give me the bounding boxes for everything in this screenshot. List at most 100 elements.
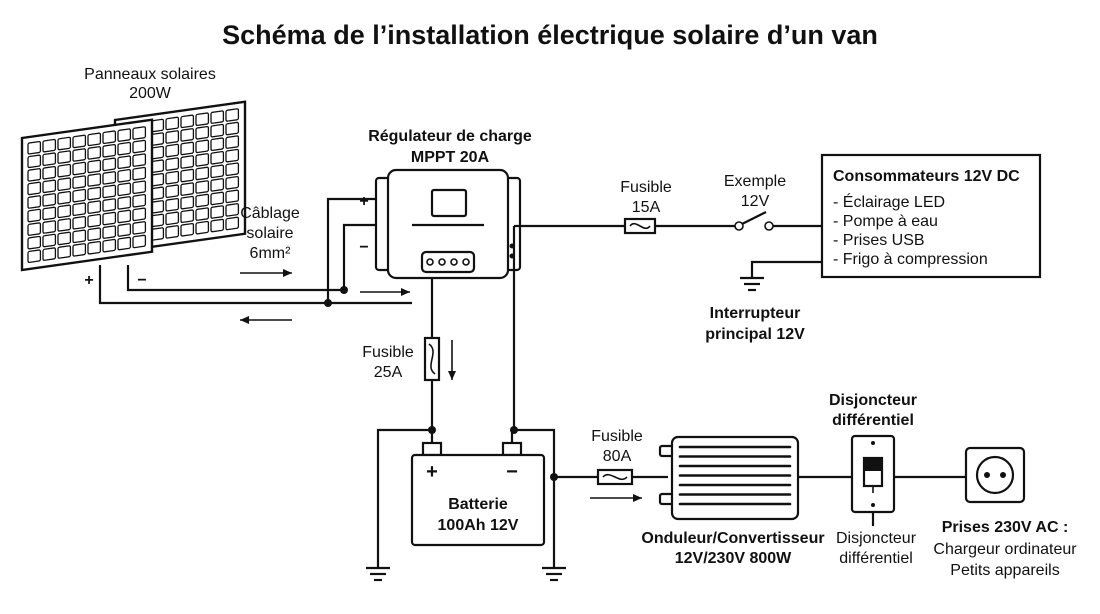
solar-cell	[132, 153, 147, 167]
inverter	[658, 435, 800, 521]
solar-cell	[132, 126, 147, 140]
solar-cell	[225, 203, 240, 217]
solar-cell	[210, 178, 225, 192]
solar-cell	[180, 182, 195, 196]
solar-cell	[87, 200, 102, 214]
solar-cell	[117, 141, 132, 156]
solar-cell	[225, 189, 240, 204]
solar-cell	[117, 182, 132, 197]
controller-label-line1: Régulateur de charge	[368, 128, 532, 145]
solar-cell	[27, 181, 42, 196]
outlet-label-line2: Chargeur ordinateur	[933, 541, 1077, 558]
solar-cell	[27, 249, 42, 264]
solar-cell	[195, 207, 210, 221]
solar-cell	[165, 211, 180, 226]
solar-cell	[72, 148, 87, 162]
solar-cell	[57, 190, 72, 205]
solar-cell	[117, 236, 132, 251]
ground-symbol	[740, 276, 764, 292]
solar-cell	[57, 136, 72, 151]
solar-cell	[210, 191, 225, 206]
solar-cell	[180, 222, 195, 237]
breaker-bottom-label-line2: différentiel	[839, 550, 913, 567]
battery-negative-wire	[510, 428, 556, 568]
consumers-box	[820, 153, 1042, 279]
solar-cell	[42, 247, 57, 261]
junction-dot	[510, 426, 518, 434]
junction-dot	[340, 286, 348, 294]
solar-cell	[42, 193, 57, 207]
solar-cell	[210, 205, 225, 219]
battery-label-line1: Batterie	[448, 496, 508, 513]
fuse15-label-line1: Fusible	[620, 179, 672, 196]
solar-cell	[87, 213, 102, 228]
inverter-cooling-fins	[678, 445, 792, 506]
solar-cell	[117, 128, 132, 142]
panel-minus-sign: −	[137, 272, 146, 289]
solar-cell	[165, 170, 180, 185]
solar-cell	[225, 175, 240, 190]
fuse-25a-element	[428, 343, 436, 375]
solar-cell	[210, 137, 225, 152]
solar-cell	[165, 116, 180, 131]
solar-cell	[180, 195, 195, 210]
solar-positive-wire	[98, 265, 412, 305]
solar-cell	[165, 143, 180, 158]
solar-cell	[165, 197, 180, 212]
solar-cell	[42, 165, 57, 180]
solar-cell	[132, 234, 147, 249]
fuse15-label-line2: 15A	[632, 199, 661, 216]
battery-label-line2: 100Ah 12V	[438, 517, 519, 534]
differential-breaker	[850, 434, 896, 514]
solar-cell	[72, 215, 87, 230]
solar-cell	[102, 198, 117, 212]
solar-cell	[165, 184, 180, 199]
solar-cell	[225, 135, 240, 149]
solar-cell	[195, 193, 210, 208]
solar-cell	[225, 162, 240, 177]
solar-cell	[195, 125, 210, 140]
solar-cell	[180, 155, 195, 169]
solar-cell	[210, 123, 225, 138]
solar-cell	[102, 157, 117, 172]
solar-cell	[87, 227, 102, 242]
panels-label-line2: 200W	[129, 85, 172, 102]
solar-cell	[195, 180, 210, 194]
solar-cell	[195, 139, 210, 154]
solar-cell	[210, 150, 225, 165]
solar-cell	[132, 193, 147, 208]
solar-cell	[57, 163, 72, 178]
fuse25-label-line1: Fusible	[362, 344, 414, 361]
solar-cell	[165, 130, 180, 144]
solar-cell	[72, 161, 87, 176]
inverter-label-line1: Onduleur/Convertisseur	[641, 530, 824, 547]
solar-cell	[102, 171, 117, 185]
solar-cell	[42, 152, 57, 167]
fuse-80a-element	[602, 473, 628, 481]
solar-cell	[72, 202, 87, 217]
battery-terminal-positive	[421, 441, 443, 457]
solar-cell	[180, 114, 195, 129]
solar-cell	[102, 143, 117, 158]
controller-label-line2: MPPT 20A	[411, 149, 490, 166]
main-switch-label-line1: Interrupteur	[710, 305, 801, 322]
solar-cell	[195, 220, 210, 235]
solar-cell	[27, 168, 42, 182]
consumers-return-wire	[750, 260, 822, 278]
battery-plus-sign: +	[426, 461, 438, 483]
solar-cell	[42, 138, 57, 153]
solar-cell	[225, 148, 240, 163]
solar-cell	[27, 208, 42, 223]
ground-symbol	[542, 566, 566, 582]
solar-cell	[72, 134, 87, 149]
solar-cell	[27, 222, 42, 236]
solar-cell	[102, 184, 117, 199]
solar-cell	[210, 218, 225, 233]
solar-cell	[87, 132, 102, 147]
panels-label-line1: Panneaux solaires	[84, 66, 216, 83]
junction-dot	[324, 299, 332, 307]
solar-cell	[57, 177, 72, 192]
solar-cell	[57, 231, 72, 246]
solar-cell	[102, 225, 117, 239]
